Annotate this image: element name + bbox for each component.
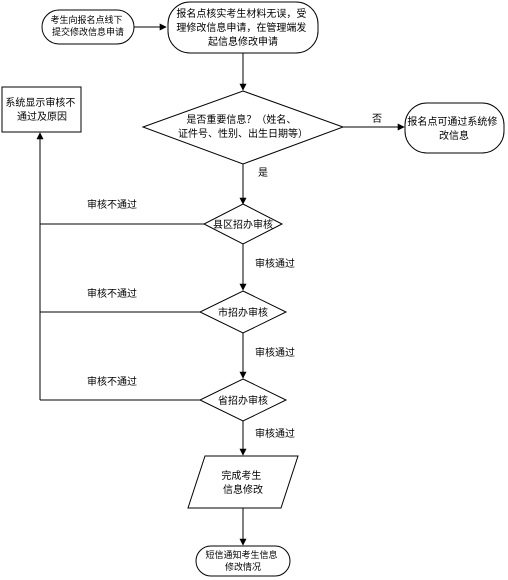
node-notify <box>195 545 291 577</box>
node-done <box>187 455 299 509</box>
edge-label-pass-province: 审核通过 <box>255 427 295 440</box>
node-city-review-label: 市招办审核 <box>218 306 268 319</box>
node-notify-label: 短信通知考生信息 修改情况 <box>206 549 281 573</box>
edge-label-yes: 是 <box>258 167 268 179</box>
node-start-label: 考生向报名点线下 提交修改信息申请 <box>51 14 126 38</box>
edge-label-pass-county: 审核通过 <box>255 257 295 270</box>
node-verify <box>167 1 319 54</box>
node-start <box>41 9 135 45</box>
node-city-review <box>198 290 288 334</box>
node-county-review <box>202 203 284 245</box>
edge-label-fail-city: 审核不通过 <box>87 287 137 300</box>
edge-label-fail-province: 审核不通过 <box>87 375 137 388</box>
node-reject-reason <box>1 86 82 133</box>
node-decision-label: 是否重要信息？（姓名、 证件号、性别、出生日期等） <box>178 113 308 140</box>
edge-label-no: 否 <box>372 113 382 125</box>
node-province-review-label: 省招办审核 <box>218 394 268 407</box>
node-done-label: 完成考生 信息修改 <box>221 469 264 496</box>
node-verify-label: 报名点核实考生材料无误，受 理修改信息申请，在管理端发 起信息修改申请 <box>176 7 309 48</box>
node-decision <box>141 90 345 165</box>
edge-label-pass-city: 审核通过 <box>255 346 295 359</box>
edge-label-fail-county: 审核不通过 <box>87 198 137 211</box>
node-county-review-label: 县区招办审核 <box>213 218 273 231</box>
node-direct-modify-label: 报名点可通过系统修 改信息 <box>407 115 500 142</box>
node-direct-modify <box>404 102 505 154</box>
node-reject-reason-label: 系统显示审核不 通过及原因 <box>5 96 78 123</box>
node-province-review <box>198 378 288 422</box>
